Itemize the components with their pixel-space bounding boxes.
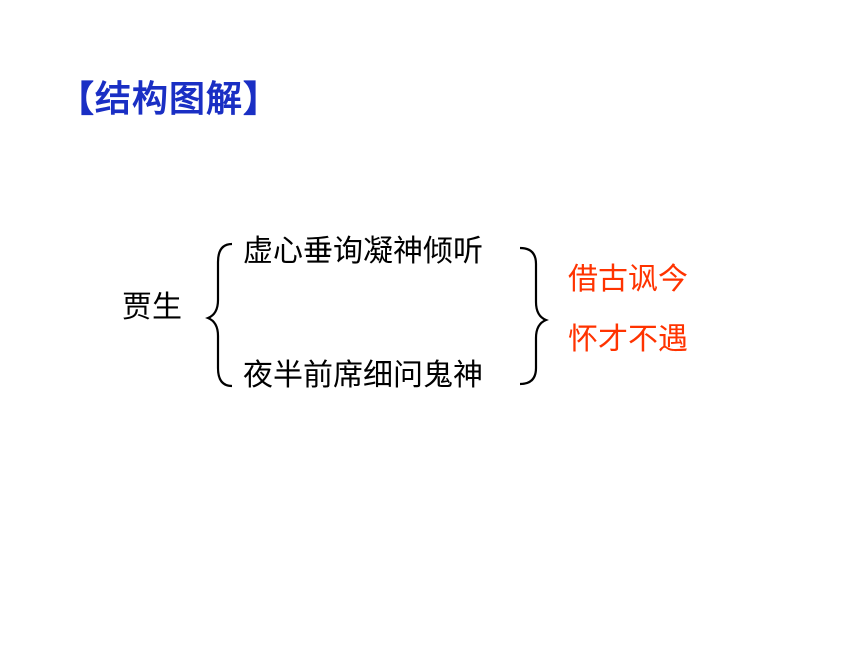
right-item-1: 借古讽今 bbox=[568, 262, 688, 297]
right-brace bbox=[519, 246, 549, 386]
slide-title: 【结构图解】 bbox=[58, 79, 281, 120]
right-item-2: 怀才不遇 bbox=[568, 322, 688, 357]
left-item-1: 虚心垂询凝神倾听 bbox=[243, 234, 483, 269]
subject-label: 贾生 bbox=[122, 290, 182, 325]
left-item-2: 夜半前席细问鬼神 bbox=[243, 358, 483, 393]
left-brace bbox=[205, 242, 233, 388]
